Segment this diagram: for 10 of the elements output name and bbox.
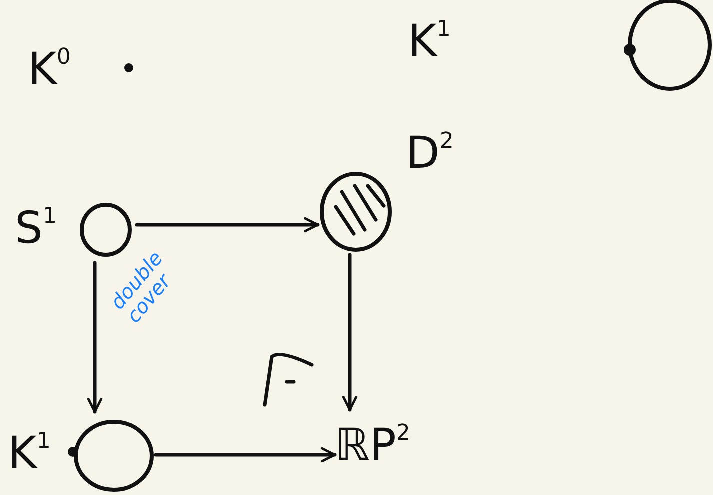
arrow — [87, 261, 103, 414]
arrow — [154, 447, 337, 463]
math-label: K$^{0}$ — [28, 48, 71, 92]
math-label: K$^{1}$ — [408, 20, 451, 64]
math-label: K$^{1}$ — [8, 432, 51, 476]
math-label: S$^{1}$ — [15, 207, 57, 251]
math-label: D$^{2}$ — [406, 132, 454, 176]
math-label: ℝP$^{2}$ — [335, 424, 410, 468]
arrow — [342, 253, 358, 412]
arrow — [135, 217, 320, 233]
